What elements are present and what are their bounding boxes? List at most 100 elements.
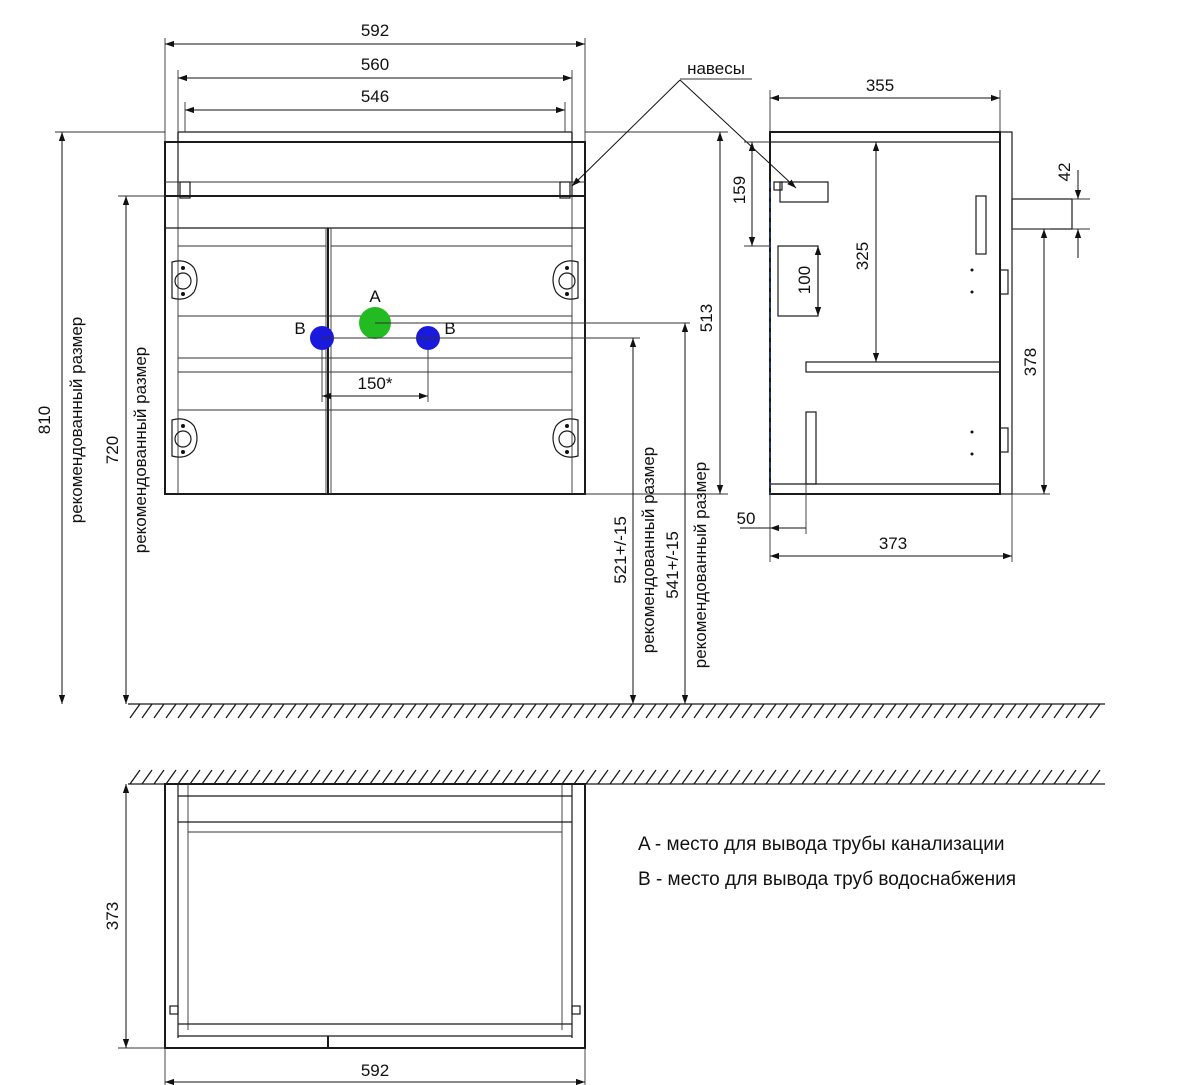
ground-hatch-mark — [165, 769, 177, 785]
ground-hatch-mark — [825, 703, 837, 719]
ground-hatch-mark — [765, 769, 777, 785]
ground-hatch-mark — [501, 703, 513, 719]
ground-hatch-mark — [489, 769, 501, 785]
ground-hatch-mark — [513, 769, 525, 785]
ground-hatch-mark — [741, 703, 753, 719]
dim-50: 50 — [737, 509, 756, 528]
ground-hatch-mark — [621, 703, 633, 719]
ground-hatch-mark — [1029, 703, 1041, 719]
ground-hatch-mark — [321, 769, 333, 785]
ground-hatch-mark — [213, 769, 225, 785]
ground-hatch-mark — [993, 703, 1005, 719]
ground-hatch-mark — [477, 769, 489, 785]
ground-hatch-mark — [597, 769, 609, 785]
ground-hatch-mark — [1041, 769, 1053, 785]
label-point-b-left: B — [294, 319, 305, 338]
ground-hatch-mark — [909, 769, 921, 785]
ground-hatch-mark — [981, 769, 993, 785]
ground-hatch-mark — [609, 769, 621, 785]
ground-hatch-mark — [273, 769, 285, 785]
ground-hatch-mark — [285, 703, 297, 719]
ground-hatch-mark — [273, 703, 285, 719]
ground-hatch-mark — [525, 769, 537, 785]
ground-hatch-mark — [1065, 703, 1077, 719]
ground-hatch-mark — [1017, 769, 1029, 785]
ground-hatch-mark — [357, 769, 369, 785]
ground-hatch-mark — [921, 703, 933, 719]
dim-height-541: 541+/-15 — [663, 531, 682, 599]
ground-hatch-mark — [441, 769, 453, 785]
ground-hatch-mark — [705, 703, 717, 719]
ground-hatch-mark — [165, 703, 177, 719]
ground-hatch-mark — [1005, 703, 1017, 719]
ground-hatch-mark — [837, 769, 849, 785]
ground-hatch-mark — [549, 769, 561, 785]
label-hinges: навесы — [687, 59, 745, 78]
ground-hatch-mark — [705, 769, 717, 785]
ground-hatch-mark — [129, 769, 141, 785]
ground-hatch-mark — [813, 769, 825, 785]
ground-hatch-mark — [609, 703, 621, 719]
ground-hatch-mark — [693, 769, 705, 785]
dim-height-513: 513 — [697, 304, 716, 332]
dim-42: 42 — [1055, 163, 1074, 182]
ground-hatch-mark — [201, 703, 213, 719]
ground-hatch-mark — [993, 769, 1005, 785]
ground-hatch-mark — [1089, 703, 1101, 719]
ground-hatch-mark — [237, 703, 249, 719]
ground-hatch-mark — [177, 769, 189, 785]
ground-hatch-mark — [813, 703, 825, 719]
ground-hatch-mark — [249, 703, 261, 719]
plan-body — [164, 783, 586, 1049]
ground-hatch-mark — [645, 769, 657, 785]
dim-depth-355: 355 — [866, 76, 894, 95]
ground-hatch-mark — [801, 703, 813, 719]
ground-hatch-mark — [645, 703, 657, 719]
ground-hatch-mark — [321, 703, 333, 719]
ground-hatch-mark — [741, 769, 753, 785]
ground-hatch-mark — [345, 703, 357, 719]
ground-hatch-mark — [225, 769, 237, 785]
dim-width-560: 560 — [361, 55, 389, 74]
ground-hatch-mark — [897, 703, 909, 719]
ground-hatch-mark — [921, 769, 933, 785]
front-body — [164, 195, 586, 495]
ground-hatch-mark — [1053, 703, 1065, 719]
ground-hatch-mark — [357, 703, 369, 719]
dim-plan-depth-373: 373 — [103, 902, 122, 930]
note-height-720: рекомендованный размер — [131, 347, 150, 554]
ground-hatch-mark — [213, 703, 225, 719]
dim-height-521: 521+/-15 — [611, 516, 630, 584]
ground-hatch-mark — [669, 769, 681, 785]
dim-width-546: 546 — [361, 87, 389, 106]
ground-hatch-mark — [717, 703, 729, 719]
ground-hatch-mark — [309, 769, 321, 785]
ground-hatch-mark — [957, 769, 969, 785]
hinge-icon — [171, 260, 198, 300]
ground-hatch-mark — [897, 769, 909, 785]
ground-hatch-mark — [1077, 769, 1089, 785]
ground-hatch-mark — [885, 769, 897, 785]
ground-hatch-mark — [369, 703, 381, 719]
ground-hatch-mark — [969, 769, 981, 785]
ground-hatch-mark — [141, 703, 153, 719]
ground-hatch-mark — [909, 703, 921, 719]
dim-pipe-spacing: 150* — [358, 374, 393, 393]
ground-hatch-mark — [393, 703, 405, 719]
side-view: 355 159 100 325 42 378 50 373 — [730, 76, 1090, 562]
ground-hatch-mark — [381, 703, 393, 719]
ground-hatch-mark — [561, 703, 573, 719]
dim-height-720: 720 — [103, 436, 122, 464]
ground-hatch-mark — [753, 769, 765, 785]
floor-line-front — [128, 703, 1105, 719]
ground-hatch-mark — [873, 703, 885, 719]
ground-hatch-mark — [549, 703, 561, 719]
hinge-icon — [171, 418, 198, 458]
ground-hatch-mark — [861, 769, 873, 785]
hinge-icon — [552, 418, 579, 458]
ground-hatch-mark — [1041, 703, 1053, 719]
ground-hatch-mark — [525, 703, 537, 719]
ground-hatch-mark — [777, 769, 789, 785]
ground-hatch-mark — [633, 703, 645, 719]
ground-hatch-mark — [885, 703, 897, 719]
